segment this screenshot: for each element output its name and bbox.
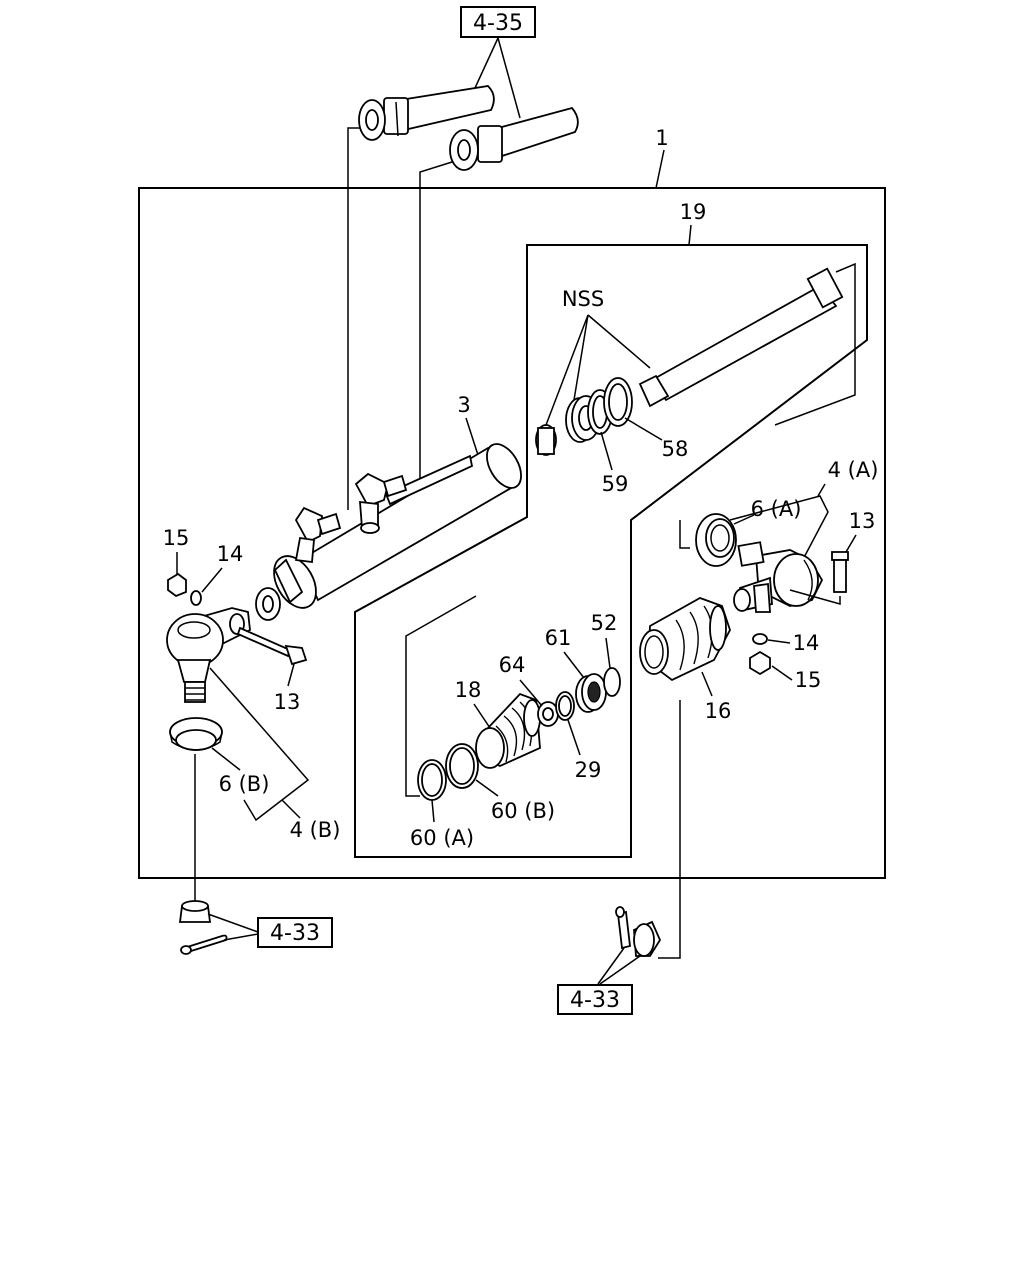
bolt-13-left [236,626,308,666]
bolt-13-right [831,551,849,593]
label-assembly-1: 1 [655,126,668,150]
boot-16 [639,597,731,682]
ring-29 [555,691,575,721]
bearing-61 [575,673,607,713]
castle-nut-left [178,900,212,923]
bracket-4a [729,495,829,585]
hose-fitting-upper [358,85,495,141]
ref-4-33-left-text: 4-33 [270,921,320,946]
ring-52 [603,667,621,697]
nut-15-left [167,572,187,598]
label-boot-6a: 6 (A) [751,497,802,521]
tie-rod-end-4b [166,607,251,703]
tie-rod-end-4a [733,541,824,613]
cotter-pin-left [180,934,228,955]
label-tie-end-4b: 4 (B) [290,818,341,842]
label-ring-60b: 60 (B) [491,799,555,823]
label-boot-16: 16 [705,699,732,723]
boot-6b [169,717,223,751]
label-rack-19: 19 [680,200,707,224]
boot-6a [695,513,737,567]
inner-bracket [405,595,477,797]
ref-4-33-right-text: 4-33 [570,988,620,1013]
ref-box-4-33-left[interactable]: 4-33 [257,917,333,948]
hose-lead-lines [347,37,521,510]
label-bolt-13-left: 13 [274,690,301,714]
washer-14-left [190,590,202,606]
label-seal-58: 58 [662,437,689,461]
castle-nut-right [633,920,662,957]
ring-60a [417,759,447,801]
label-ring-60a: 60 (A) [410,826,474,850]
label-ring-29: 29 [575,758,602,782]
label-ring-52: 52 [591,611,618,635]
seal-ring-58 [603,377,633,427]
bellows-18 [475,692,541,769]
label-ring-64: 64 [499,653,526,677]
right-lower-leader [658,700,681,959]
cylinder-elbow-fitting-left [294,506,342,564]
ring-60b [445,743,479,789]
inner-stepped-frame [354,244,868,858]
washer-14-right [752,633,768,645]
label-washer-14-left: 14 [217,542,244,566]
cotter-pin-right [615,906,631,950]
label-tie-end-4a: 4 (A) [828,458,879,482]
ref-4-35-text: 4-35 [473,11,523,36]
hose-fitting-lower [449,106,579,171]
bolt-13-right-leader [789,589,841,605]
ref-box-4-35[interactable]: 4-35 [460,6,536,38]
label-bearing-61: 61 [545,626,572,650]
label-cylinder-3: 3 [457,393,470,417]
label-washer-14-right: 14 [793,631,820,655]
label-boot-6b: 6 (B) [219,772,270,796]
label-nut-15-right: 15 [795,668,822,692]
ref-box-4-33-right[interactable]: 4-33 [557,984,633,1015]
rack-shaft-19 [638,262,856,426]
boot-16-bracket [679,520,690,549]
label-seal-59: 59 [602,472,629,496]
nss-nut [535,424,557,456]
label-bolt-13-right: 13 [849,509,876,533]
nut-15-right [749,650,771,676]
cylinder-elbow-fitting-right [354,472,408,534]
label-bellows-18: 18 [455,678,482,702]
label-nut-15-left: 15 [163,526,190,550]
label-nss: NSS [562,287,604,311]
assembly-frames [138,187,886,879]
cylinder-3 [255,443,522,621]
assembly-outer-frame [138,187,886,879]
